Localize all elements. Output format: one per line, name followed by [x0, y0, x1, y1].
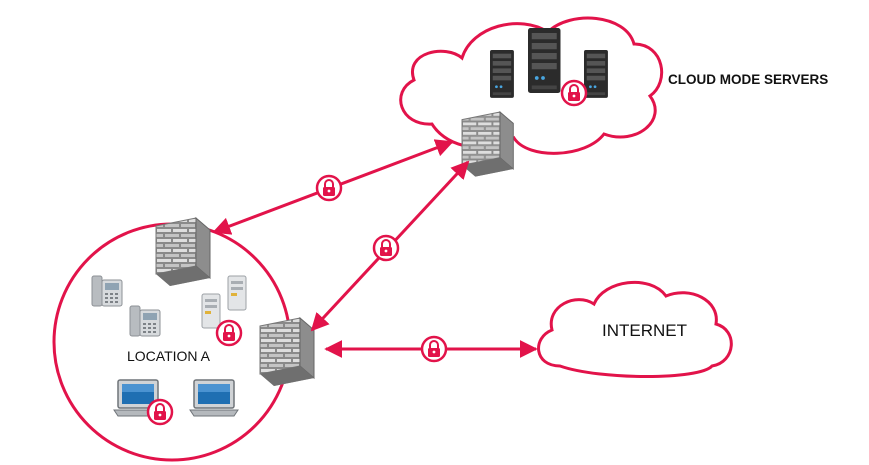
location-a-label: LOCATION A	[127, 348, 211, 364]
cloud-servers-label: CLOUD MODE SERVERS	[668, 72, 828, 87]
firewall-icon	[259, 317, 315, 387]
desk-phone-icon	[129, 305, 161, 337]
internet-cloud-outline	[537, 280, 733, 378]
lock-icon	[372, 234, 400, 262]
internet-label: INTERNET	[602, 321, 687, 340]
lock-icon	[560, 79, 588, 107]
lock-icon	[215, 319, 243, 347]
laptop-icon	[189, 379, 239, 417]
firewall-icon	[461, 111, 514, 178]
server-icon	[490, 50, 514, 98]
server-icon	[227, 275, 247, 311]
server-icon	[201, 293, 221, 329]
firewall-icon	[155, 217, 211, 287]
lock-icon	[315, 174, 343, 202]
server-icon	[584, 50, 608, 98]
lock-icon	[420, 335, 448, 363]
desk-phone-icon	[91, 275, 123, 307]
server-icon	[528, 28, 561, 93]
lock-icon	[146, 398, 174, 426]
